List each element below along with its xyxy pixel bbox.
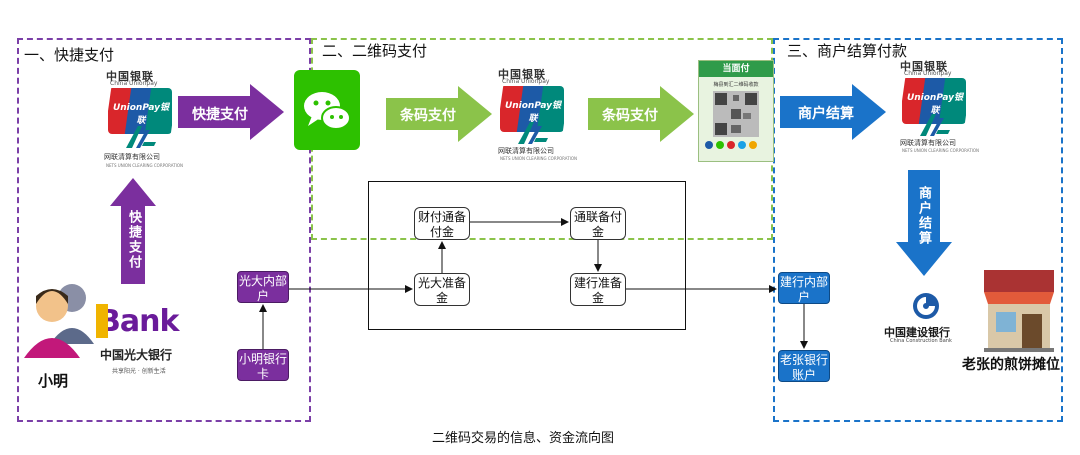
ccb-inner-account-node: 建行内部户 <box>778 272 830 304</box>
xiaoming-person-icon <box>24 284 94 358</box>
quick-pay-up-arrow <box>110 178 156 284</box>
tenpay-reserve-node: 财付通备付金 <box>414 207 470 240</box>
section-quick-pay <box>17 38 311 422</box>
merchant-settle-down-label: 商户结算 <box>916 186 931 246</box>
ceb-reserve-node: 光大准备金 <box>414 273 470 306</box>
ceb-inner-account-node: 光大内部户 <box>237 271 289 303</box>
qr-payment-icons <box>705 141 767 155</box>
xiaoming-label: 小明 <box>38 372 69 390</box>
stall-shop-icon <box>984 270 1054 352</box>
quick-pay-arrow-label: 快捷支付 <box>192 107 248 123</box>
barcode-pay-arrow-1-label: 条码支付 <box>400 108 456 124</box>
quick-pay-arrow <box>178 84 284 140</box>
unionpay-reserve-node: 通联备付金 <box>570 207 626 240</box>
reserve-flow-box <box>368 181 686 330</box>
qr-header: 当面付 <box>699 61 773 77</box>
qr-code-card: 当面付 梅县到汇二维码收款 <box>698 60 774 162</box>
merchant-settle-arrow <box>780 84 886 140</box>
wechat-pay-icon <box>294 70 360 150</box>
quick-pay-up-label: 快捷支付 <box>126 210 141 270</box>
barcode-pay-arrow-1 <box>386 86 492 142</box>
stall-label: 老张的煎饼摊位 <box>962 357 1060 373</box>
section-1-title: 一、快捷支付 <box>24 46 115 64</box>
section-2-title: 二、二维码支付 <box>322 42 428 60</box>
laozhang-account-node: 老张银行账户 <box>778 350 830 382</box>
merchant-settle-down-arrow <box>896 170 952 276</box>
qr-code-icon <box>713 91 759 137</box>
section-3-title: 三、商户结算付款 <box>787 42 908 60</box>
barcode-pay-arrow-2 <box>588 86 694 142</box>
merchant-settle-arrow-label: 商户结算 <box>798 106 854 122</box>
barcode-pay-arrow-2-label: 条码支付 <box>602 108 658 124</box>
qr-caption: 梅县到汇二维码收款 <box>713 82 759 88</box>
section-merchant-settlement <box>773 38 1063 422</box>
figure-caption: 二维码交易的信息、资金流向图 <box>432 431 615 446</box>
xiaoming-card-node: 小明银行卡 <box>237 349 289 381</box>
ccb-reserve-node: 建行准备金 <box>570 273 626 306</box>
